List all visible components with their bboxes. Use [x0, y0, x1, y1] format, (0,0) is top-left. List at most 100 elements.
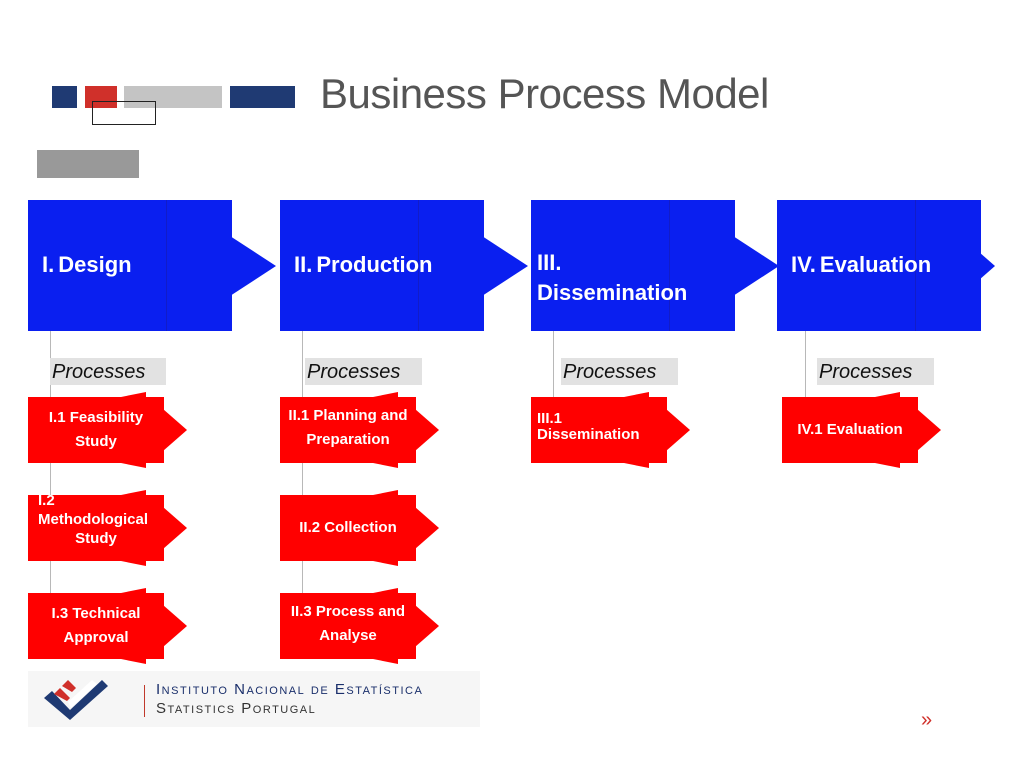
arrow-notch	[619, 392, 649, 398]
phase-arrow-head	[482, 236, 528, 296]
phase-design-label: I.Design	[42, 250, 132, 280]
phase-name: Evaluation	[819, 252, 932, 277]
arrow-body	[531, 397, 667, 463]
phase-production[interactable]: II.Production	[280, 200, 528, 331]
process-label-line: Study	[75, 530, 117, 547]
processes-tag-evaluation: Processes	[817, 358, 934, 385]
decor-outline-box	[92, 101, 156, 125]
phase-name: Dissemination	[537, 280, 688, 305]
logo-organization-name: Instituto Nacional de Estatística	[156, 681, 424, 698]
process-ii2-collection[interactable]: II.2 Collection	[280, 490, 439, 566]
process-label: I.2 Methodological Study	[28, 492, 164, 561]
arrow-notch	[116, 560, 146, 566]
phase-arrow-head	[230, 236, 276, 296]
connector-line-dissemination	[553, 331, 554, 462]
arrow-body	[280, 593, 416, 659]
process-label-line: Analyse	[319, 627, 377, 644]
processes-tag-dissemination: Processes	[561, 358, 678, 385]
ine-logo: Instituto Nacional de Estatística Statis…	[28, 671, 480, 727]
process-label: II.2 Collection	[280, 495, 416, 561]
arrow-head	[415, 507, 439, 549]
arrow-head	[163, 507, 187, 549]
process-label: II.3 Process and Analyse	[280, 593, 416, 659]
arrow-body	[782, 397, 918, 463]
decor-gray-block	[37, 150, 139, 178]
arrow-body	[28, 593, 164, 659]
process-ii3-process-analyse[interactable]: II.3 Process and Analyse	[280, 588, 439, 664]
process-label-line: I.3 Technical	[51, 605, 141, 622]
arrow-head	[163, 605, 187, 647]
process-label: III.1 Dissemination	[531, 397, 667, 463]
next-slide-link[interactable]: »	[921, 709, 933, 731]
process-label-line: I.2	[38, 492, 55, 509]
phase-evaluation-label: IV.Evaluation	[791, 250, 931, 280]
arrow-head	[666, 409, 690, 451]
process-iii1-dissemination[interactable]: III.1 Dissemination	[531, 392, 690, 468]
phase-divider	[166, 200, 167, 331]
phase-arrow-head	[979, 252, 995, 280]
process-i3-technical-approval[interactable]: I.3 Technical Approval	[28, 588, 187, 664]
process-label-line: Approval	[63, 629, 129, 646]
arrow-notch	[116, 392, 146, 398]
arrow-body	[280, 495, 416, 561]
connector-line-design	[50, 331, 51, 657]
process-label-line: Study	[75, 433, 117, 450]
logo-divider	[144, 685, 145, 717]
process-label-line: II.1 Planning and	[288, 407, 408, 424]
arrow-notch	[368, 658, 398, 664]
process-label-line: Dissemination	[537, 426, 640, 443]
process-label: I.1 Feasibility Study	[28, 397, 164, 463]
process-label-line: Preparation	[306, 431, 390, 448]
arrow-head	[917, 409, 941, 451]
process-i1-feasibility-study[interactable]: I.1 Feasibility Study	[28, 392, 187, 468]
decor-bar-navy-wide	[230, 86, 295, 108]
arrow-notch	[368, 560, 398, 566]
arrow-notch	[619, 462, 649, 468]
phase-number: IV.	[791, 252, 816, 277]
arrow-notch	[368, 462, 398, 468]
process-label: I.3 Technical Approval	[28, 593, 164, 659]
phase-design[interactable]: I.Design	[28, 200, 276, 331]
arrow-body	[280, 397, 416, 463]
arrow-notch	[870, 392, 900, 398]
slide-title: Business Process Model	[320, 70, 769, 117]
phase-arrow-head	[733, 236, 779, 296]
process-i2-methodological-study[interactable]: I.2 Methodological Study	[28, 490, 187, 566]
phase-dissemination-label: III. Dissemination	[537, 248, 747, 308]
process-label-line: I.1 Feasibility	[48, 409, 144, 426]
arrow-head	[415, 409, 439, 451]
phase-evaluation[interactable]: IV.Evaluation	[777, 200, 995, 331]
phase-number: III.	[537, 250, 562, 275]
decor-bar-gray	[124, 86, 222, 108]
arrow-notch	[870, 462, 900, 468]
processes-tag-design: Processes	[50, 358, 166, 385]
process-label: II.1 Planning and Preparation	[280, 397, 416, 463]
connector-line-production	[302, 331, 303, 657]
phase-name: Production	[316, 252, 433, 277]
arrow-notch	[116, 462, 146, 468]
arrow-body	[28, 495, 164, 561]
phase-name: Design	[58, 252, 132, 277]
arrow-notch	[368, 392, 398, 398]
process-label-line: II.2 Collection	[299, 519, 397, 536]
phase-dissemination[interactable]: III. Dissemination	[531, 200, 779, 331]
phase-number: II.	[294, 252, 313, 277]
arrow-notch	[116, 588, 146, 594]
arrow-head	[415, 605, 439, 647]
arrow-body	[28, 397, 164, 463]
processes-tag-production: Processes	[305, 358, 422, 385]
decor-bar-red	[85, 86, 117, 108]
phase-divider	[418, 200, 419, 331]
phase-production-label: II.Production	[294, 250, 432, 280]
process-label-line: III.1	[537, 410, 563, 427]
ine-checkmark-logo-icon	[44, 680, 108, 720]
phase-divider	[669, 200, 670, 331]
process-label: IV.1 Evaluation	[782, 397, 918, 463]
process-ii1-planning-preparation[interactable]: II.1 Planning and Preparation	[280, 392, 439, 468]
arrow-notch	[368, 490, 398, 496]
process-label-line: II.3 Process and	[290, 603, 406, 620]
process-iv1-evaluation[interactable]: IV.1 Evaluation	[782, 392, 941, 468]
arrow-notch	[116, 490, 146, 496]
phase-number: I.	[42, 252, 55, 277]
